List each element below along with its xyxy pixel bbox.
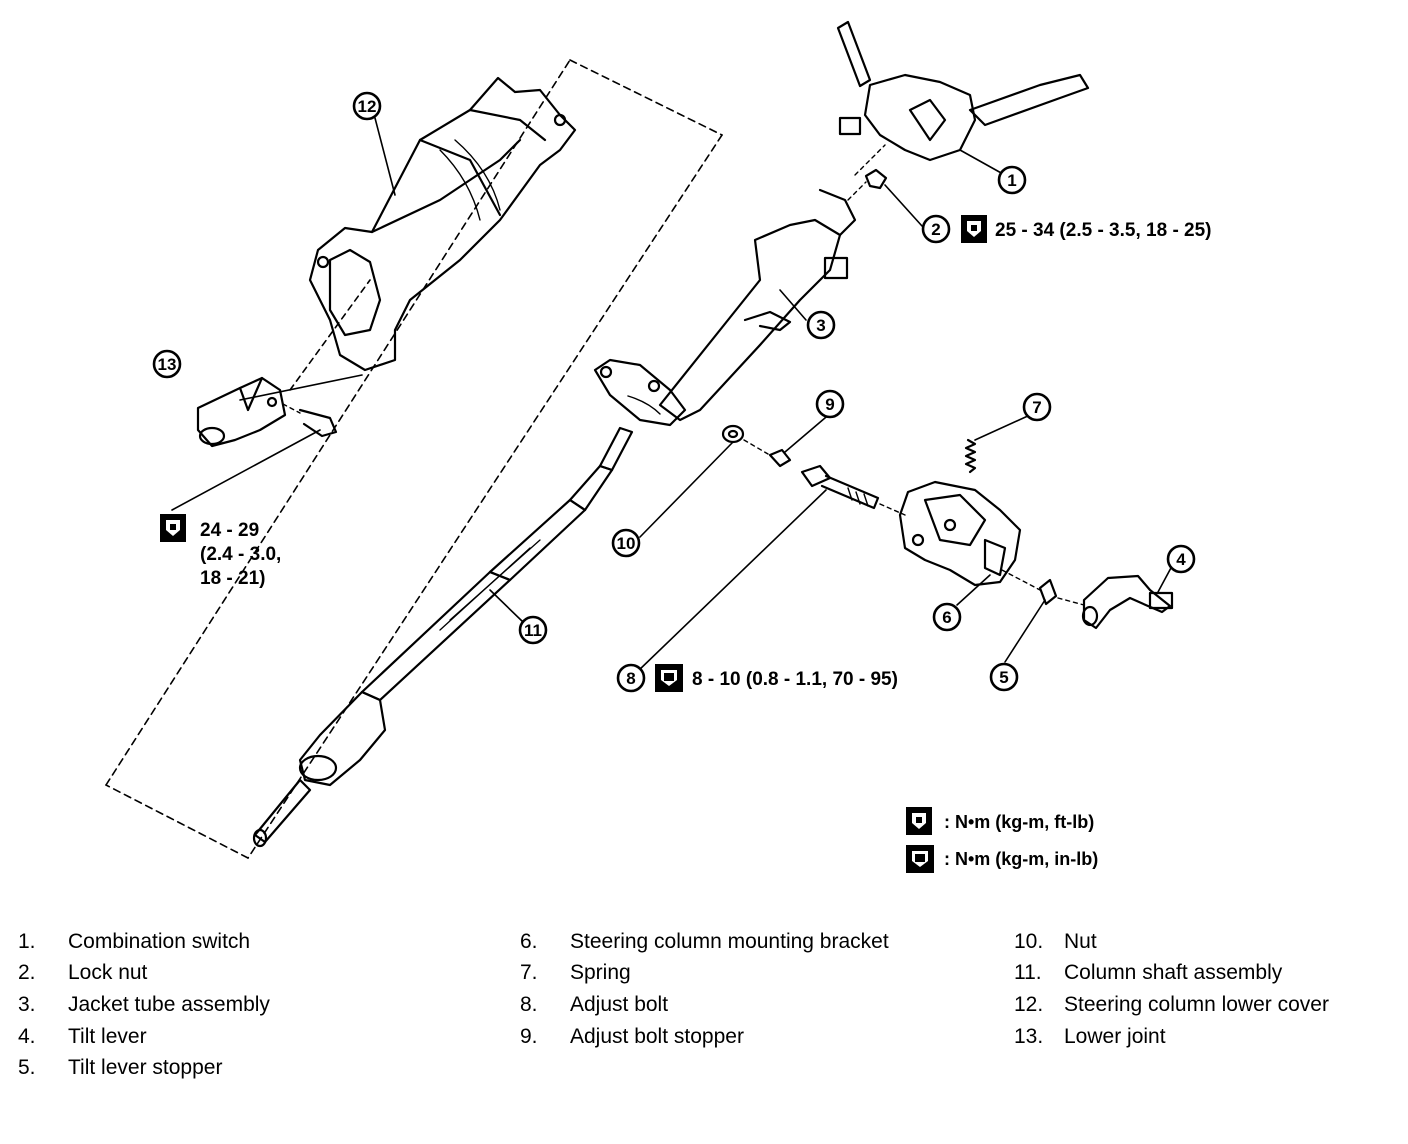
torque-wrench-icon [906, 807, 932, 835]
svg-text:11: 11 [524, 621, 542, 640]
callout-12: 12 [352, 91, 382, 121]
part-number: 8. [520, 992, 538, 1016]
part-number: 11. [1014, 961, 1042, 985]
callout-11: 11 [518, 615, 548, 645]
svg-text:6: 6 [942, 608, 951, 627]
parts-list-column: 1. Combination switch 2. Lock nut 3. Jacket… [18, 926, 270, 1084]
part-name: Adjust bolt stopper [570, 1024, 744, 1048]
callout-9: 9 [815, 389, 845, 419]
svg-text:4: 4 [1176, 550, 1186, 569]
legend-nm-ftlb: : N•m (kg-m, ft-lb) [944, 812, 1094, 832]
part-number: 3. [18, 992, 36, 1016]
exploded-parts-diagram: 12 13 1 2 3 9 7 10 [105, 20, 1212, 873]
part-name: Lock nut [68, 961, 148, 985]
part-name: Spring [570, 961, 631, 985]
torque-wrench-icon [160, 514, 186, 542]
list-item: 1. Combination switch [18, 926, 270, 958]
callout-2: 2 [921, 214, 951, 244]
torque-wrench-icon [961, 215, 987, 243]
part-number: 4. [18, 1024, 36, 1048]
jacket-tube-part [593, 188, 857, 427]
torque-wrench-inlb-icon [906, 845, 934, 873]
part-name: Tilt lever [68, 1024, 147, 1048]
torque-wrench-inlb-icon [655, 664, 683, 692]
spring-part [964, 438, 977, 474]
svg-text:10: 10 [617, 534, 636, 553]
part-name: Steering column mounting bracket [570, 929, 889, 953]
part-number: 2. [18, 961, 36, 985]
svg-text:7: 7 [1032, 398, 1041, 417]
part-name: Tilt lever stopper [68, 1056, 223, 1080]
svg-text:8: 8 [626, 669, 635, 688]
part-number: 9. [520, 1024, 538, 1048]
part-number: 10. [1014, 929, 1044, 953]
lower-joint-torque-spec-line3: 18 - 21) [200, 568, 265, 589]
torque-icons [160, 215, 987, 873]
part-number: 12. [1014, 992, 1044, 1016]
list-item: 2. Lock nut [18, 958, 270, 990]
callout-7: 7 [1022, 392, 1052, 422]
part-name: Lower joint [1064, 1024, 1166, 1048]
callout-4: 4 [1166, 544, 1196, 574]
part-number: 5. [18, 1056, 36, 1080]
part-number: 7. [520, 961, 538, 985]
svg-text:2: 2 [931, 220, 940, 239]
list-item: 9. Adjust bolt stopper [520, 1021, 889, 1053]
assembly-boundary-outline [105, 59, 723, 859]
list-item: 13. Lower joint [1014, 1021, 1329, 1053]
part-name: Steering column lower cover [1064, 992, 1329, 1016]
list-item: 6. Steering column mounting bracket [520, 926, 889, 958]
list-item: 3. Jacket tube assembly [18, 989, 270, 1021]
lower-joint-torque-spec-line1: 24 - 29 [200, 520, 259, 541]
parts-list: 1. Combination switch 2. Lock nut 3. Jacket… [0, 926, 1408, 1096]
lock-nut-part [847, 168, 888, 201]
part-number: 1. [18, 929, 36, 953]
legend-nm-inlb: : N•m (kg-m, in-lb) [944, 849, 1098, 869]
svg-text:1: 1 [1007, 171, 1016, 190]
callout-leader-lines [171, 117, 1173, 673]
part-name: Nut [1064, 929, 1097, 953]
callout-5: 5 [989, 662, 1019, 692]
lock-nut-torque-spec: 25 - 34 (2.5 - 3.5, 18 - 25) [995, 220, 1212, 241]
part-name: Adjust bolt [570, 992, 669, 1016]
nut-part [721, 424, 745, 444]
part-number: 6. [520, 929, 538, 953]
callout-3: 3 [806, 310, 836, 340]
part-name: Jacket tube assembly [68, 992, 270, 1016]
adjust-bolt-stopper-part [743, 439, 792, 468]
tilt-lever-part [1081, 574, 1174, 630]
list-item: 4. Tilt lever [18, 1021, 270, 1053]
callout-6: 6 [932, 602, 962, 632]
callout-10: 10 [611, 528, 641, 558]
svg-text:12: 12 [358, 97, 377, 116]
svg-text:13: 13 [158, 355, 177, 374]
adjust-bolt-torque-spec: 8 - 10 (0.8 - 1.1, 70 - 95) [692, 669, 898, 690]
lower-joint-part [196, 376, 338, 448]
list-item: 7. Spring [520, 958, 889, 990]
lower-cover-part [308, 76, 577, 372]
adjust-bolt-part [800, 464, 906, 516]
callout-8: 8 [616, 663, 646, 693]
svg-text:9: 9 [825, 395, 834, 414]
callout-markers: 12 13 1 2 3 9 7 10 [152, 91, 1196, 693]
svg-text:3: 3 [816, 316, 825, 335]
list-item: 5. Tilt lever stopper [18, 1052, 270, 1084]
mounting-bracket-part [898, 480, 1022, 587]
callout-1: 1 [997, 165, 1027, 195]
callout-13: 13 [152, 349, 182, 379]
column-shaft-part [252, 426, 634, 848]
part-name: Combination switch [68, 929, 251, 953]
list-item: 11. Column shaft assembly [1014, 958, 1329, 990]
list-item: 12. Steering column lower cover [1014, 989, 1329, 1021]
list-item: 8. Adjust bolt [520, 989, 889, 1021]
parts-list-column: 6. Steering column mounting bracket 7. Spr… [520, 926, 889, 1052]
tilt-lever-stopper-part [1001, 569, 1085, 606]
parts-list-column: 10. Nut 11. Column shaft assembly 12. Steer… [1014, 926, 1329, 1052]
lower-joint-torque-spec-line2: (2.4 - 3.0, [200, 544, 281, 565]
part-number: 13. [1014, 1024, 1044, 1048]
list-item: 10. Nut [1014, 926, 1329, 958]
part-name: Column shaft assembly [1064, 961, 1283, 985]
svg-text:5: 5 [999, 668, 1008, 687]
